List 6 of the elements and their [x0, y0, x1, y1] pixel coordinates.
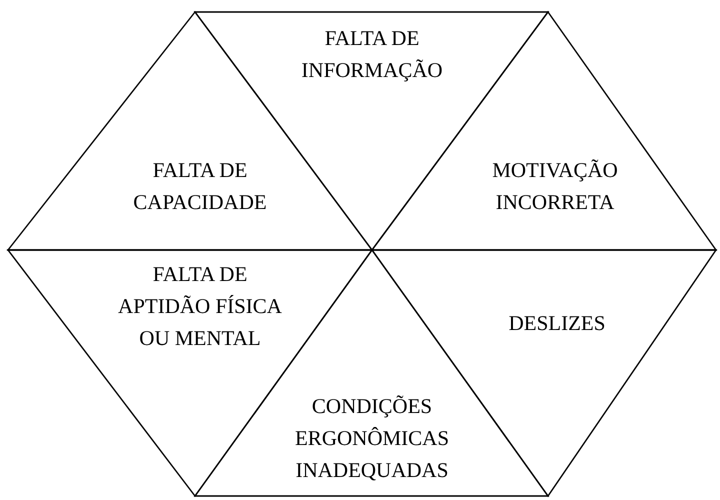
segment-label: FALTA DE CAPACIDADE — [132, 157, 268, 216]
segment-label: DESLIZES — [508, 310, 606, 337]
segment-label: FALTA DE INFORMAÇÃO — [300, 25, 444, 84]
segment-label: FALTA DE APTIDÃO FÍSICA OU MENTAL — [117, 261, 283, 352]
segment-label: MOTIVAÇÃO INCORRETA — [491, 157, 619, 216]
segment-label: CONDIÇÕES ERGONÔMICAS INADEQUADAS — [294, 393, 450, 484]
